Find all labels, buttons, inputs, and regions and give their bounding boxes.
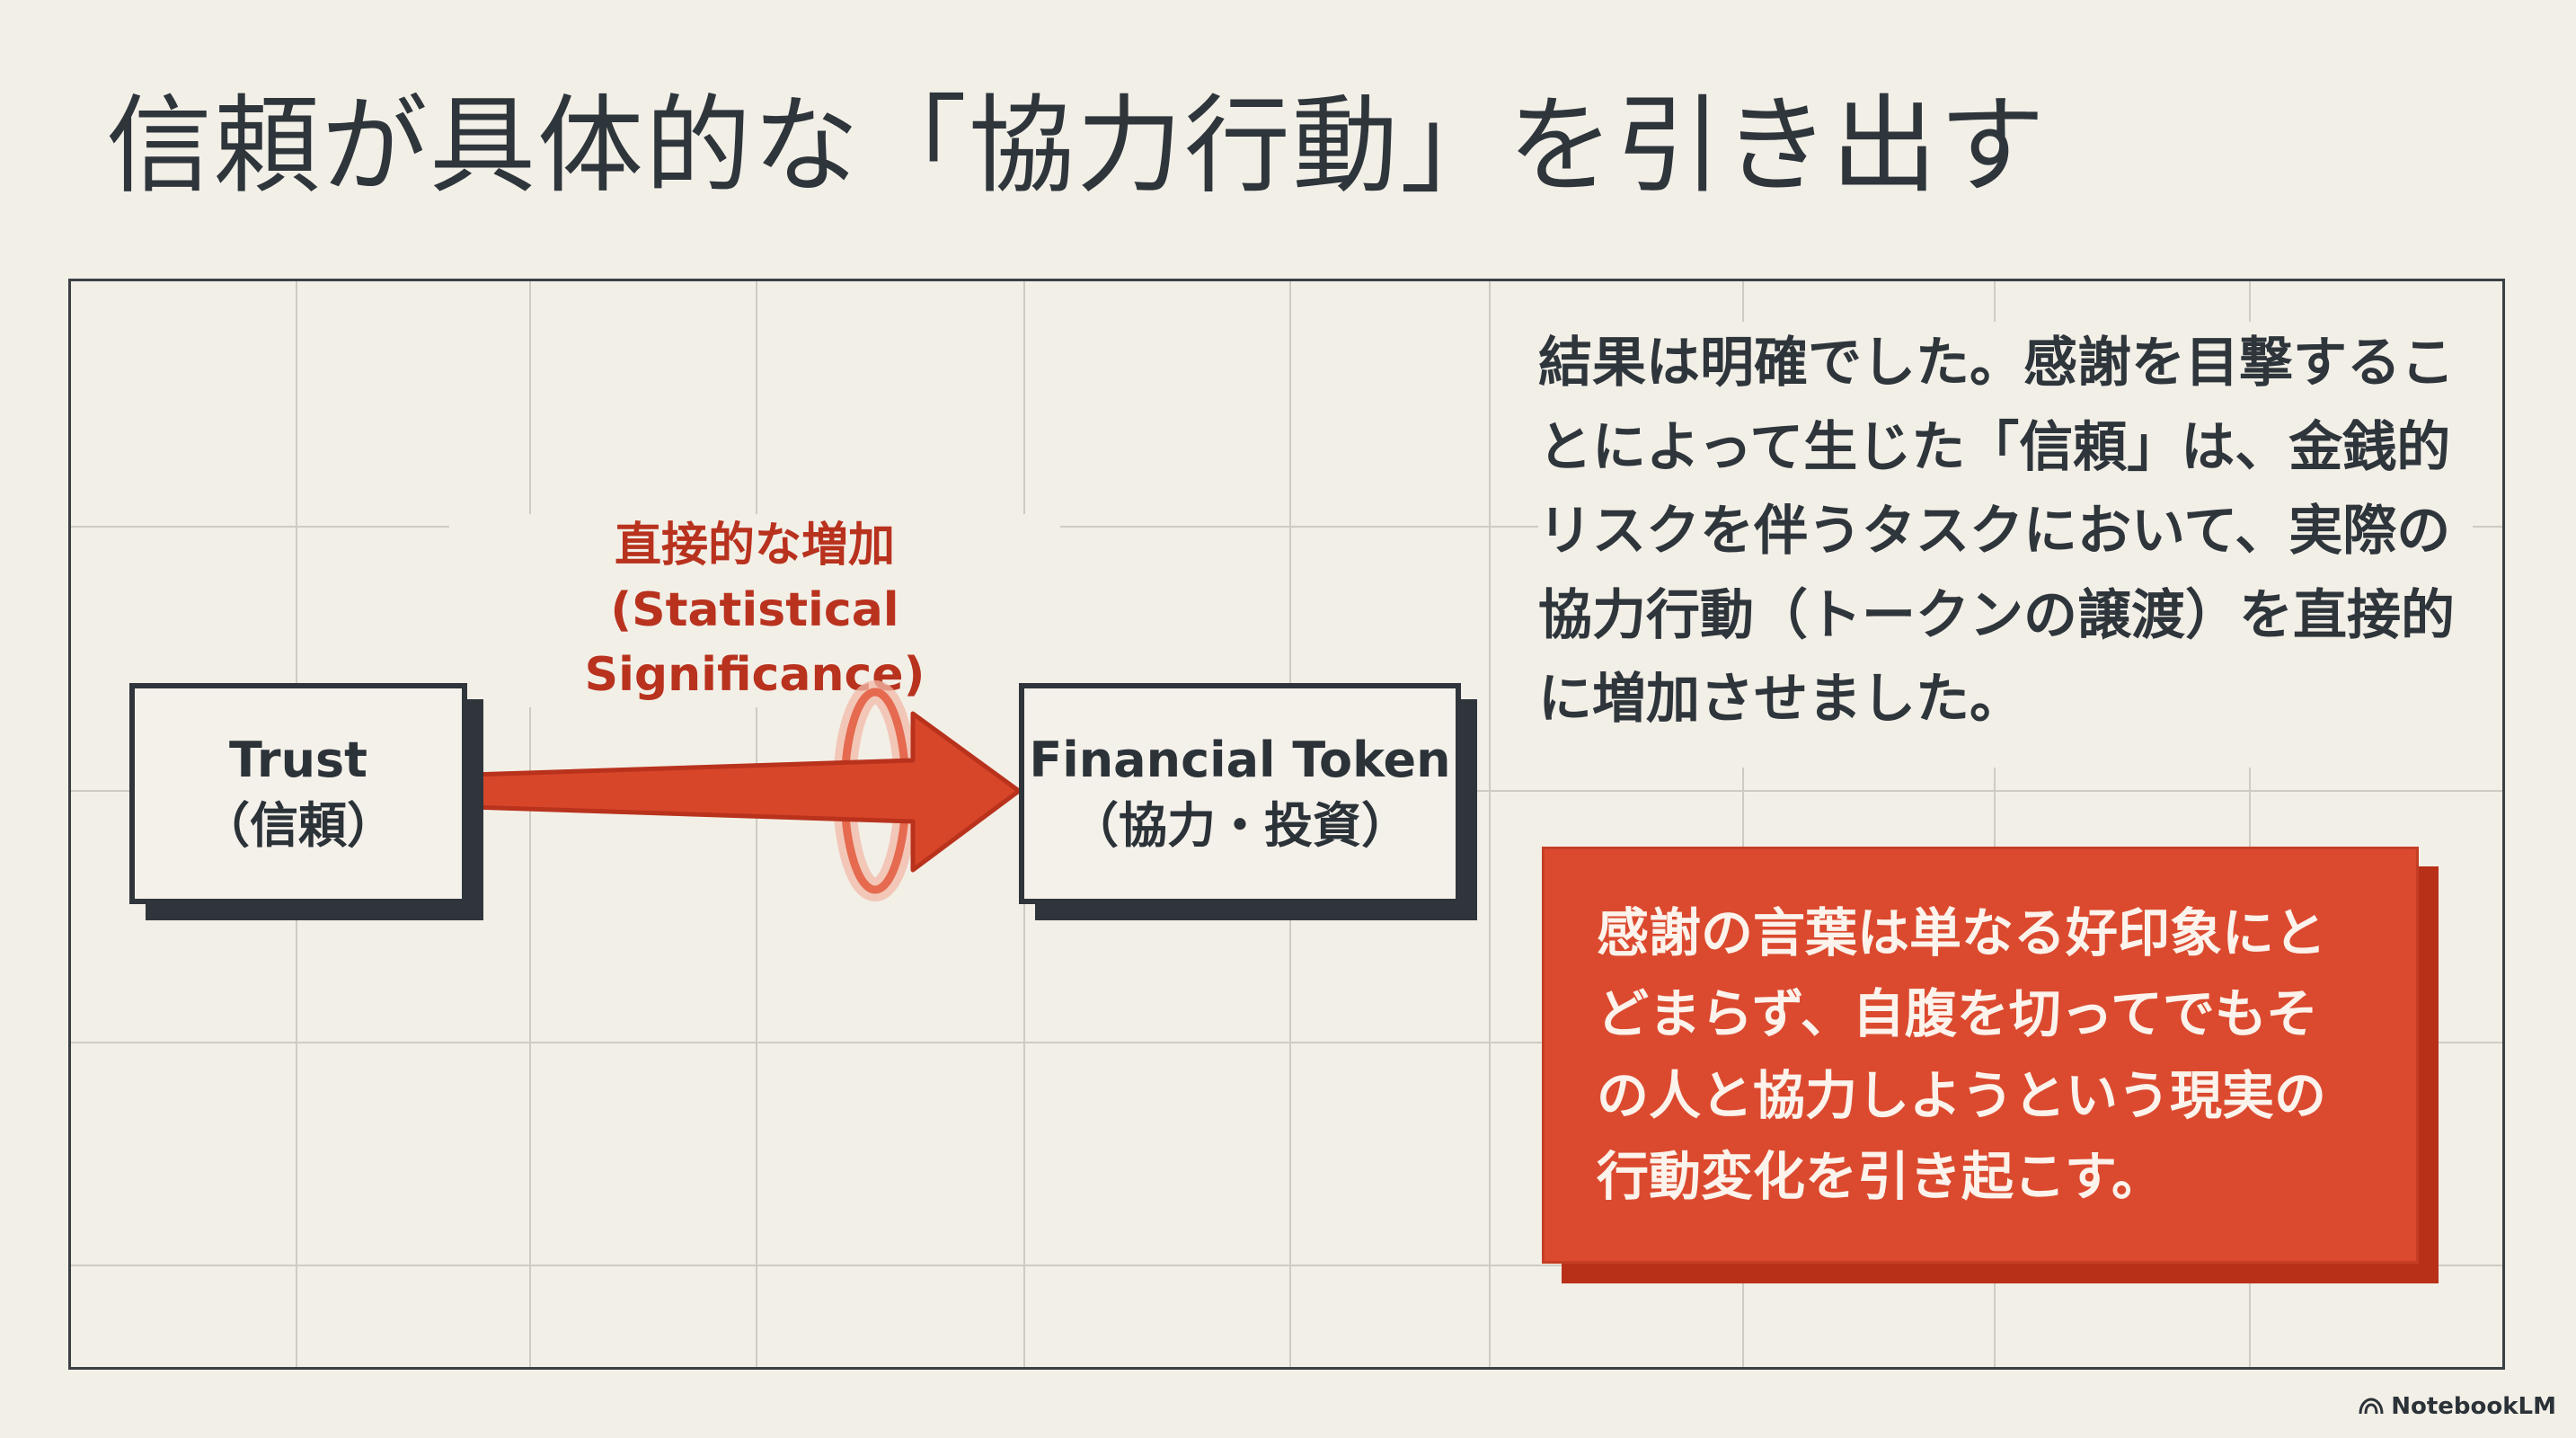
relation-label-sub: (Statistical Significance) [584, 582, 925, 702]
financial-token-node-subtitle: （協力・投資） [1070, 797, 1410, 854]
trust-node-subtitle: （信頼） [201, 797, 395, 854]
callout-box: 感謝の言葉は単なる好印象にとどまらず、自腹を切ってでもその人と協力しようという現… [1542, 847, 2419, 1264]
grid-line [1489, 281, 1491, 1367]
grid-line [756, 281, 757, 1367]
trust-node: Trust （信頼） [129, 683, 467, 904]
financial-token-node-title: Financial Token [1029, 732, 1451, 789]
callout-text: 感謝の言葉は単なる好印象にとどまらず、自腹を切ってでもその人と協力しようという現… [1597, 902, 2327, 1208]
grid-line [1742, 281, 1744, 1367]
grid-line [529, 281, 531, 1367]
footer-brand: NotebookLM [2359, 1393, 2556, 1420]
notebooklm-logo-icon [2359, 1398, 2384, 1415]
slide-title: 信頼が具体的な「協力行動」を引き出す [106, 84, 2048, 208]
grid-line [2249, 281, 2251, 1367]
grid-line [71, 526, 2502, 528]
footer-brand-text: NotebookLM [2391, 1393, 2556, 1420]
grid-line [71, 1265, 2502, 1266]
financial-token-node: Financial Token （協力・投資） [1019, 683, 1461, 904]
description-text: 結果は明確でした。感謝を目撃することによって生じた「信頼」は、金銭的リスクを伴う… [1538, 322, 2473, 768]
relation-label-main: 直接的な増加 [614, 519, 895, 573]
trust-node-title: Trust [229, 732, 367, 789]
grid-line [1994, 281, 1996, 1367]
grid-line [71, 1042, 2502, 1043]
relation-label: 直接的な増加 (Statistical Significance) [449, 514, 1060, 708]
